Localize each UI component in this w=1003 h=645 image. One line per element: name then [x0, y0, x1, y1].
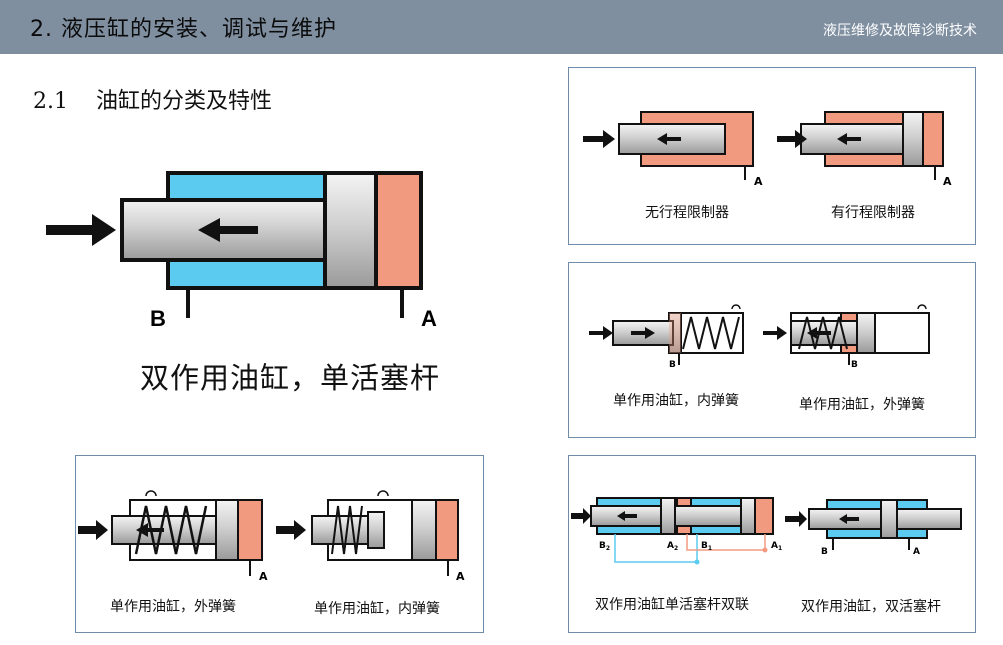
- panel-double-acting: B2 A2 B1 A1 B A 双作用油缸单活塞杆双联 双作用油缸，双活塞杆: [568, 455, 976, 633]
- force-arrow-icon: [46, 214, 116, 246]
- header-subtitle: 液压维修及故障诊断技术: [823, 23, 977, 39]
- force-arrow-icon: [785, 511, 807, 527]
- port-label-b: B: [669, 360, 676, 370]
- main-diagram-caption: 双作用油缸，单活塞杆: [140, 361, 441, 395]
- force-arrow-icon: [571, 508, 591, 524]
- section-number: 2.1: [33, 89, 68, 114]
- port-label-a: A: [259, 570, 268, 583]
- caption-outer-spring: 单作用油缸，外弹簧: [799, 397, 925, 413]
- main-cylinder-diagram: B A: [46, 171, 437, 331]
- cylinder-cap-salmon: [374, 171, 423, 290]
- port-label-a: A: [456, 570, 465, 583]
- direction-arrow-icon: [631, 327, 655, 339]
- section-title: 油缸的分类及特性: [96, 89, 273, 114]
- port-b1: B1: [701, 541, 712, 552]
- port-label-a: A: [754, 175, 763, 188]
- spring-right-diagram: B B: [589, 304, 930, 370]
- caption-inner-spring-bottom: 单作用油缸，内弹簧: [314, 601, 440, 617]
- force-arrow-icon: [589, 326, 613, 340]
- caption-double-rod: 双作用油缸，双活塞杆: [801, 599, 941, 615]
- force-arrow-icon: [763, 326, 787, 340]
- header-bar: 2. 液压缸的安装、调试与维护 液压维修及故障诊断技术: [0, 0, 1003, 54]
- port-a1: A1: [771, 541, 782, 552]
- direction-arrow-icon: [198, 218, 258, 242]
- panel-stroke-limiter: A A 无行程限制器 有行程限制器: [568, 67, 976, 245]
- panel-spring-bottom: A A 单作用油缸，外弹簧 单作用油缸，内弹簧: [75, 455, 484, 633]
- direction-arrow-icon: [837, 133, 861, 145]
- caption-dual-single-rod: 双作用油缸单活塞杆双联: [595, 597, 749, 613]
- force-arrow-icon: [78, 520, 108, 540]
- port-label-a: A: [421, 306, 437, 331]
- direction-arrow-icon: [839, 514, 859, 524]
- port-label-b: B: [851, 360, 858, 370]
- port-a2: A2: [667, 541, 678, 552]
- port-label-b: B: [821, 547, 828, 557]
- caption-with-limiter: 有行程限制器: [831, 205, 915, 221]
- port-label-a: A: [913, 547, 920, 557]
- page-title: 2. 液压缸的安装、调试与维护: [30, 17, 337, 42]
- panel-spring-right: B B 单作用油缸，内弹簧 单作用油缸，外弹簧: [568, 262, 976, 438]
- limiter-diagram: A A: [583, 111, 952, 188]
- caption-outer-spring-bottom: 单作用油缸，外弹簧: [110, 599, 236, 615]
- port-b2: B2: [599, 541, 610, 552]
- direction-arrow-icon: [807, 327, 831, 339]
- double-acting-diagram: B2 A2 B1 A1 B A: [571, 497, 962, 565]
- force-arrow-icon: [777, 130, 807, 148]
- direction-arrow-icon: [136, 523, 164, 537]
- direction-arrow-icon: [617, 511, 637, 521]
- direction-arrow-icon: [657, 133, 681, 145]
- piston: [323, 171, 378, 290]
- port-label-a: A: [943, 175, 952, 188]
- section-heading: 2.1 油缸的分类及特性: [33, 83, 272, 115]
- force-arrow-icon: [583, 130, 615, 148]
- caption-inner-spring: 单作用油缸，内弹簧: [613, 393, 739, 409]
- spring-bottom-diagram: A A: [78, 490, 465, 583]
- caption-no-limiter: 无行程限制器: [645, 205, 729, 221]
- force-arrow-icon: [276, 520, 306, 540]
- port-label-b: B: [150, 306, 166, 331]
